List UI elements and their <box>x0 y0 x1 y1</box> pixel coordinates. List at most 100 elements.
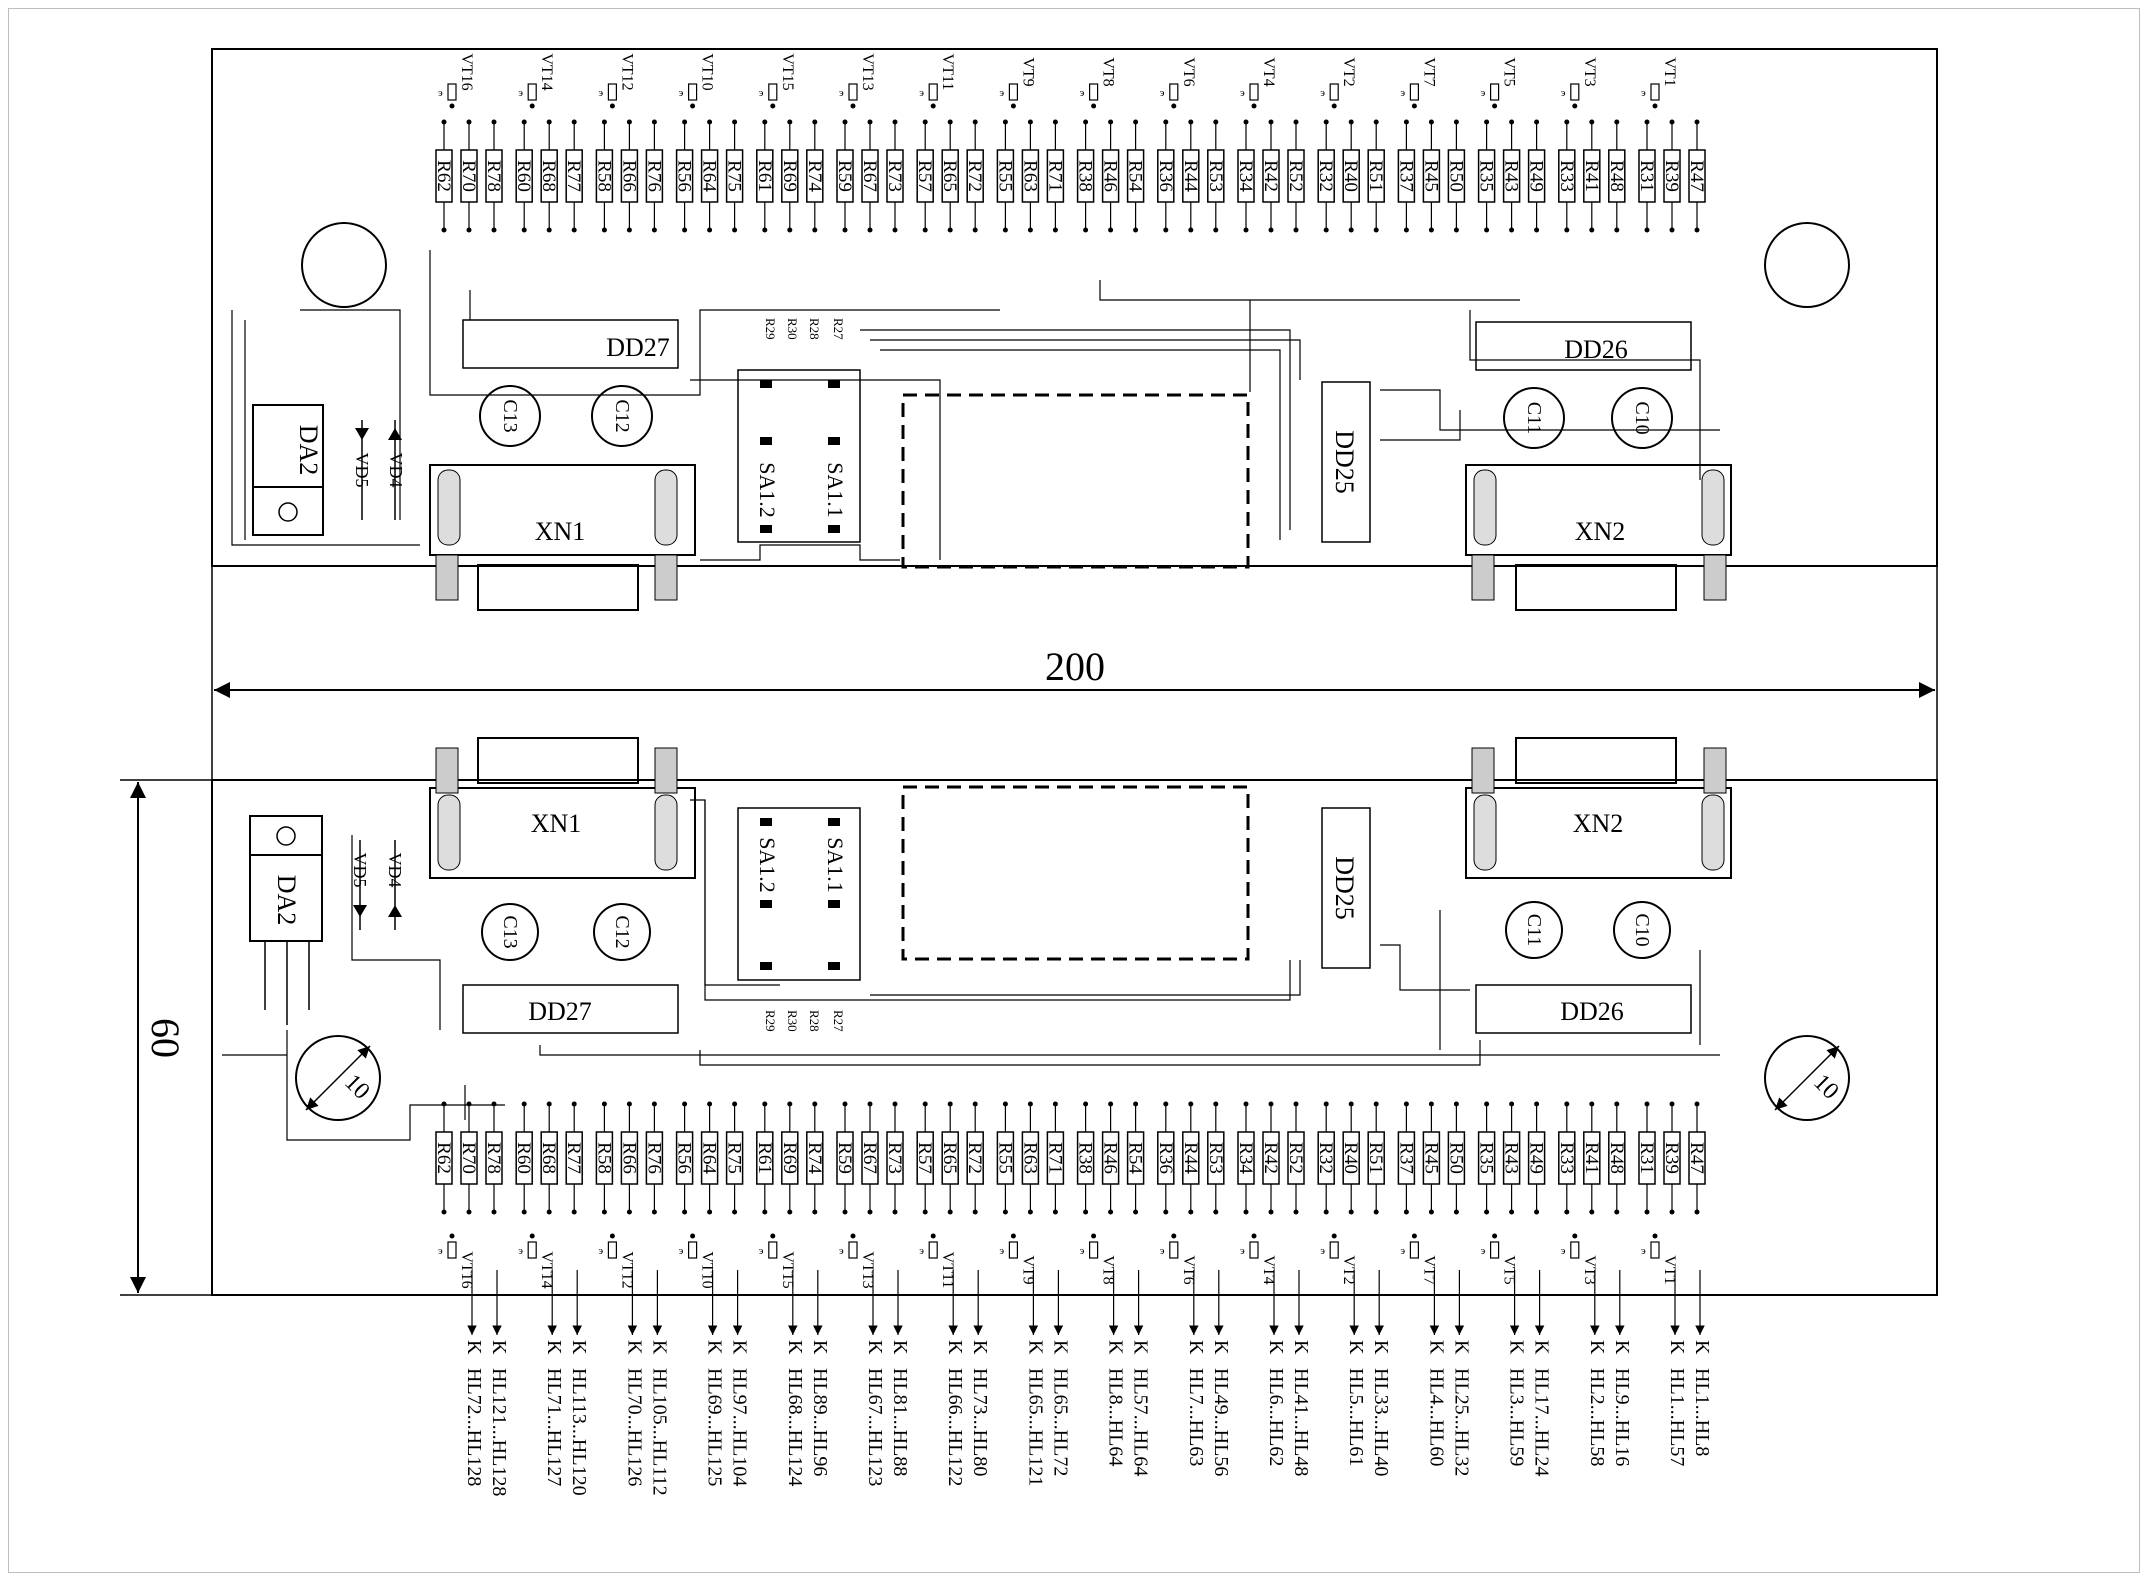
top-resistor-label: R73 <box>884 160 905 192</box>
top-transistor-pins: э <box>1320 87 1325 99</box>
top-resistor: R46 <box>1100 119 1121 233</box>
bottom-transistor-label: VT16 <box>458 1251 475 1288</box>
bottom-resistor: R75 <box>724 1101 745 1215</box>
top-resistor: R59 <box>834 119 855 233</box>
output-k-label: K <box>1611 1340 1633 1355</box>
output-k-label: K <box>1024 1340 1046 1355</box>
top-dd25-label: DD25 <box>1330 430 1359 494</box>
bottom-switch-body <box>737 807 861 981</box>
output-hl-label: HL71...HL127 <box>543 1368 565 1486</box>
bottom-resistor: R51 <box>1365 1101 1386 1215</box>
top-resistor: R63 <box>1019 119 1040 233</box>
bottom-resistor: R41 <box>1581 1101 1602 1215</box>
bottom-resistor-label: R66 <box>618 1142 639 1174</box>
bottom-resistor-label: R59 <box>834 1142 855 1174</box>
bottom-xn1-connector: XN1 <box>429 737 696 879</box>
top-transistor-pins: э <box>1561 87 1566 99</box>
bottom-resistor: R43 <box>1501 1101 1522 1215</box>
top-dd25-body <box>1321 381 1371 543</box>
bottom-resistor: R56 <box>674 1101 695 1215</box>
output-k-label: K <box>488 1340 510 1355</box>
top-resistor: R61 <box>754 119 775 233</box>
output-hl-label: HL49...HL56 <box>1210 1368 1232 1476</box>
bottom-resistor: R53 <box>1205 1101 1226 1215</box>
output-hl-label: HL65...HL121 <box>1024 1368 1046 1486</box>
bottom-dd25-label: DD25 <box>1330 856 1359 920</box>
bottom-resistor: R50 <box>1445 1101 1466 1215</box>
bottom-resistor-label: R65 <box>939 1142 960 1174</box>
bottom-c10-label: C10 <box>1631 913 1653 946</box>
bottom-resistor: R69 <box>779 1101 800 1215</box>
top-resistor: R77 <box>563 119 584 233</box>
bottom-resistor: R35 <box>1476 1101 1497 1215</box>
output-hl-label: HL8...HL64 <box>1105 1368 1127 1466</box>
top-transistor-pins: э <box>1481 87 1486 99</box>
top-resistor-label: R61 <box>754 160 775 192</box>
top-resistor: R56 <box>674 119 695 233</box>
bottom-resistor: R70 <box>458 1101 479 1215</box>
bottom-resistor-label: R54 <box>1125 1142 1146 1174</box>
bottom-resistor-label: R62 <box>433 1142 454 1174</box>
bottom-resistor: R72 <box>964 1101 985 1215</box>
bottom-resistor-label: R73 <box>884 1142 905 1174</box>
output-k-label: K <box>1105 1340 1127 1355</box>
output-hl-label: HL33...HL40 <box>1370 1368 1392 1476</box>
top-resistor-label: R51 <box>1365 160 1386 192</box>
bottom-resistor-label: R76 <box>643 1142 664 1174</box>
top-vd4-label: VD4 <box>386 453 406 488</box>
output-k-label: K <box>1130 1340 1152 1355</box>
bottom-resistor: R66 <box>618 1101 639 1215</box>
top-dd27-body <box>462 319 679 369</box>
output-k-label: K <box>568 1340 590 1355</box>
top-resistor-label: R69 <box>779 160 800 192</box>
bottom-resistor: R76 <box>643 1101 664 1215</box>
top-resistor: R75 <box>724 119 745 233</box>
top-transistor-row: эVT16эVT14эVT12эVT10эVT15эVT13эVT11эVT9э… <box>438 53 1678 109</box>
bottom-resistor-label: R32 <box>1315 1142 1336 1174</box>
bottom-transistor-pins: э <box>1641 1245 1646 1257</box>
top-resistor-label: R54 <box>1125 160 1146 192</box>
top-resistor-label: R34 <box>1235 160 1256 192</box>
output-hl-label: HL70...HL126 <box>623 1368 645 1486</box>
top-transistor-label: VT9 <box>1019 57 1036 86</box>
top-transistor-pins: э <box>1080 87 1085 99</box>
top-resistor: R67 <box>859 119 880 233</box>
bottom-resistor: R42 <box>1260 1101 1281 1215</box>
bottom-resistor-label: R67 <box>859 1142 880 1174</box>
output-k-label: K <box>1049 1340 1071 1355</box>
top-c10-label: C10 <box>1631 401 1653 434</box>
top-transistor-label: VT14 <box>538 53 555 90</box>
top-resistor: R34 <box>1235 119 1256 233</box>
bottom-resistor: R57 <box>914 1101 935 1215</box>
bottom-resistor-label: R64 <box>699 1142 720 1174</box>
top-resistor-label: R72 <box>964 160 985 192</box>
output-hl-label: HL17...HL24 <box>1531 1368 1553 1476</box>
top-resistor-label: R67 <box>859 160 880 192</box>
top-transistor-pins: э <box>438 87 443 99</box>
top-resistor-label: R47 <box>1686 160 1707 192</box>
bottom-transistor-pins: э <box>839 1245 844 1257</box>
top-transistor-pins: э <box>759 87 764 99</box>
bottom-resistor-label: R74 <box>804 1142 825 1174</box>
bottom-transistor-label: VT1 <box>1661 1255 1678 1284</box>
output-k-label: K <box>1691 1340 1713 1355</box>
bottom-resistor-label: R47 <box>1686 1142 1707 1174</box>
bottom-dd27-body <box>462 984 679 1034</box>
top-resistor: R72 <box>964 119 985 233</box>
top-transistor-pins: э <box>1160 87 1165 99</box>
top-da2-label: DA2 <box>294 425 323 476</box>
